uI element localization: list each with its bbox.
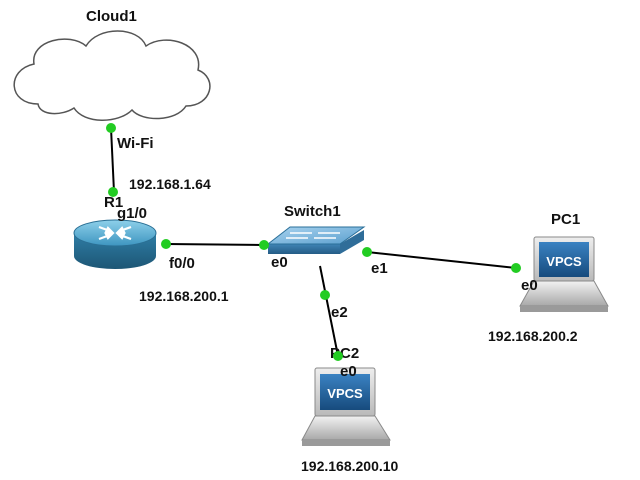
port-label-cloud-wifi: Wi-Fi: [117, 135, 154, 152]
port-status-dot-sw-e2[interactable]: [320, 290, 330, 300]
cloud-node[interactable]: Cloud1: [13, 8, 211, 121]
port-status-dot-pc1-e0[interactable]: [511, 263, 521, 273]
cloud-icon: [13, 30, 211, 121]
pc1-name-label: PC1: [551, 211, 580, 228]
ip-label-pc1: 192.168.200.2: [488, 328, 578, 344]
router-node[interactable]: R1: [73, 194, 157, 269]
port-label-r1-f00: f0/0: [169, 255, 195, 272]
links: [110, 127, 517, 357]
port-label-pc2-e0: e0: [340, 363, 357, 380]
port-status-dot-r1-f00[interactable]: [161, 239, 171, 249]
pc-icon: VPCS: [301, 367, 391, 446]
router-name-label: R1: [104, 194, 123, 211]
link-cloud1-r1[interactable]: [110, 127, 115, 193]
port-label-sw-e2: e2: [331, 304, 348, 321]
pc2-node[interactable]: VPCS PC2: [301, 345, 391, 446]
switch-icon: [266, 226, 366, 254]
pc1-screen-text: VPCS: [546, 254, 582, 269]
ip-label-pc2: 192.168.200.10: [301, 458, 399, 474]
port-status-dots: [106, 123, 521, 361]
port-status-dot-sw-e1[interactable]: [362, 247, 372, 257]
switch-name-label: Switch1: [284, 203, 341, 220]
port-label-sw-e0: e0: [271, 254, 288, 271]
pc1-node[interactable]: VPCS PC1: [519, 211, 609, 312]
ip-label-r1-g10: 192.168.1.64: [129, 176, 211, 192]
port-status-dot-pc2-e0[interactable]: [333, 351, 343, 361]
link-r1-switch1[interactable]: [165, 243, 265, 246]
link-switch1-pc2[interactable]: [319, 265, 339, 357]
router-icon: [73, 219, 157, 269]
pc-icon: VPCS: [519, 236, 609, 312]
pc2-screen-text: VPCS: [327, 386, 363, 401]
link-switch1-pc1[interactable]: [366, 251, 517, 269]
port-status-dot-cloud-wifi[interactable]: [106, 123, 116, 133]
port-label-sw-e1: e1: [371, 260, 388, 277]
ip-address-labels: 192.168.1.64 192.168.200.1 192.168.200.2…: [129, 176, 578, 474]
switch-node[interactable]: Switch1: [266, 203, 366, 254]
port-status-dot-sw-e0[interactable]: [259, 240, 269, 250]
port-label-pc1-e0: e0: [521, 277, 538, 294]
ip-label-r1-f00: 192.168.200.1: [139, 288, 229, 304]
port-label-r1-g10: g1/0: [117, 205, 147, 222]
port-status-dot-r1-g10[interactable]: [108, 187, 118, 197]
cloud-name-label: Cloud1: [86, 8, 137, 25]
port-labels: Wi-Fi g1/0 f0/0 e0 e1 e2 e0 e0: [117, 135, 538, 380]
